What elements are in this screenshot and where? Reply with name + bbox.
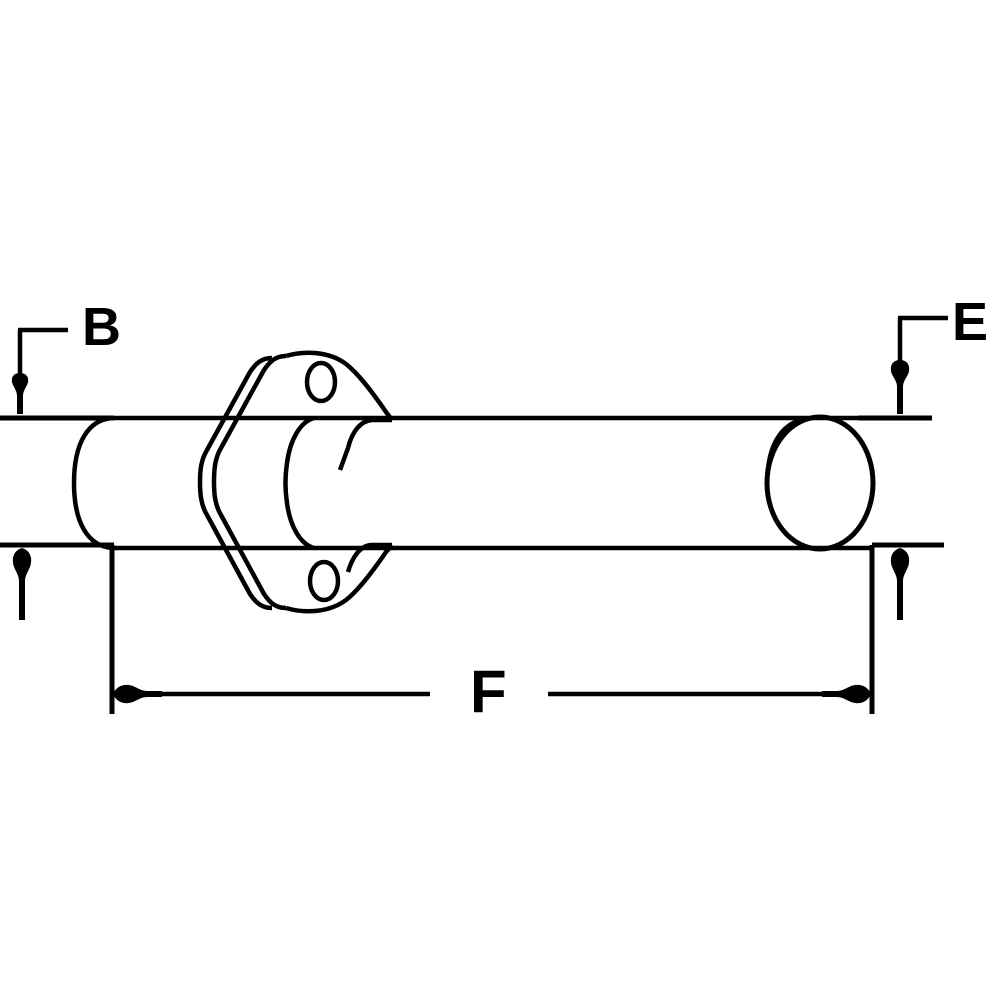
tube-shoulder-lower bbox=[345, 542, 392, 573]
e-arrowhead-icon bbox=[890, 360, 910, 414]
flange-inner-boss-curve bbox=[283, 415, 315, 551]
left-height-dimension-group bbox=[0, 542, 114, 620]
flange-bolt-hole-upper bbox=[304, 360, 338, 404]
right-height-arrowhead-icon bbox=[890, 548, 910, 620]
f-right-arrowhead-icon bbox=[822, 684, 871, 704]
dimension-b-group: B bbox=[0, 297, 121, 421]
flange-front-face-outline bbox=[285, 350, 394, 422]
flange-thickness-line bbox=[211, 353, 287, 611]
dimension-f-group: F bbox=[109, 545, 875, 725]
tube-right-end-back-edge bbox=[765, 416, 813, 484]
tube-shoulder-upper bbox=[337, 417, 392, 471]
left-height-arrowhead-icon bbox=[12, 548, 32, 620]
flange-bolt-hole-lower bbox=[307, 559, 341, 603]
tube-right-end-opening bbox=[764, 414, 876, 552]
f-left-arrowhead-icon bbox=[113, 684, 162, 704]
tube-body-group bbox=[71, 414, 876, 552]
mounting-flange-group bbox=[197, 350, 394, 614]
right-height-dimension-group bbox=[872, 542, 944, 620]
flange-rear-face-outline bbox=[197, 355, 273, 611]
flange-front-face-lower-outline bbox=[285, 543, 394, 614]
dimension-label-e: E bbox=[952, 292, 988, 352]
tube-left-end-cap bbox=[71, 415, 115, 551]
dimension-e-group: E bbox=[858, 292, 988, 421]
dimension-label-f: F bbox=[470, 658, 507, 725]
b-arrowhead-icon bbox=[11, 373, 29, 414]
dimension-label-b: B bbox=[82, 297, 121, 357]
